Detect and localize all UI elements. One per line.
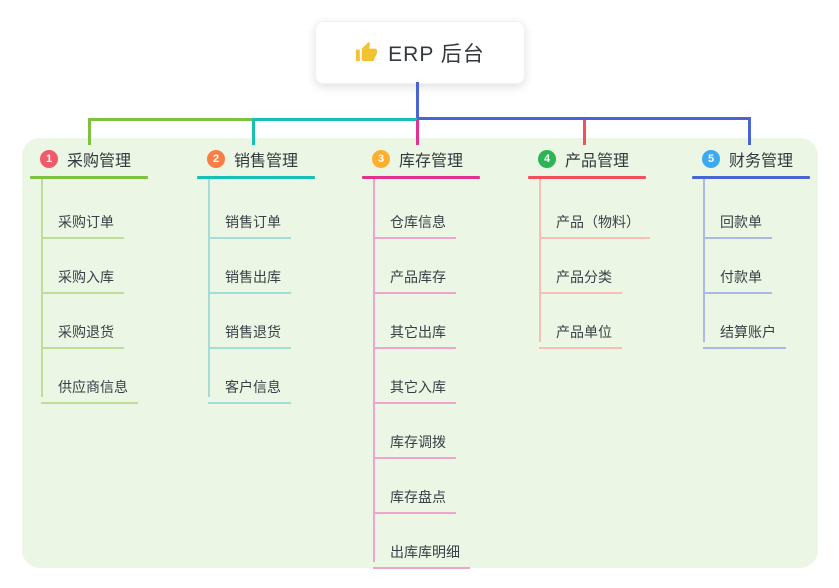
node-item[interactable]: 采购退货 xyxy=(41,309,124,349)
node-item[interactable]: 其它入库 xyxy=(373,364,456,404)
branch-4-label: 产品管理 xyxy=(565,153,630,170)
node-item-label: 库存盘点 xyxy=(390,489,446,505)
node-item[interactable]: 产品单位 xyxy=(539,309,622,349)
node-item-label: 其它入库 xyxy=(390,379,446,395)
node-item-label: 付款单 xyxy=(720,269,762,285)
node-item[interactable]: 仓库信息 xyxy=(373,199,456,239)
connector-bus-green xyxy=(88,118,254,121)
branch-3-title[interactable]: 3 库存管理 xyxy=(372,148,463,170)
node-item[interactable]: 采购订单 xyxy=(41,199,124,239)
branch-1-label: 采购管理 xyxy=(67,153,132,170)
branch-4-subline xyxy=(539,179,541,342)
node-item[interactable]: 回款单 xyxy=(703,199,772,239)
branch-2-badge: 2 xyxy=(207,150,225,168)
node-item-label: 产品单位 xyxy=(556,324,612,340)
node-item[interactable]: 销售退货 xyxy=(208,309,291,349)
branch-4-title[interactable]: 4 产品管理 xyxy=(538,148,629,170)
branches-panel xyxy=(22,138,818,568)
node-item[interactable]: 库存盘点 xyxy=(373,474,456,514)
node-item-label: 供应商信息 xyxy=(58,379,128,395)
branch-3-label: 库存管理 xyxy=(399,153,464,170)
node-item-label: 其它出库 xyxy=(390,324,446,340)
connector-bus-teal xyxy=(252,118,418,121)
branch-5-underline xyxy=(692,176,810,179)
branch-3-badge: 3 xyxy=(372,150,390,168)
branch-1-badge: 1 xyxy=(40,150,58,168)
branch-5-label: 财务管理 xyxy=(729,153,794,170)
connector-drop-5 xyxy=(748,117,751,145)
connector-root-stem xyxy=(416,82,419,119)
node-item[interactable]: 产品分类 xyxy=(539,254,622,294)
branch-2-label: 销售管理 xyxy=(234,153,299,170)
node-item-label: 销售出库 xyxy=(225,269,281,285)
node-item-label: 出库库明细 xyxy=(390,544,460,560)
node-item-label: 产品分类 xyxy=(556,269,612,285)
node-item-label: 产品（物料） xyxy=(556,214,640,230)
branch-4-underline xyxy=(528,176,646,179)
node-item-label: 库存调拨 xyxy=(390,434,446,450)
node-item-label: 仓库信息 xyxy=(390,214,446,230)
root-node-label: ERP 后台 xyxy=(388,42,485,66)
branch-2-underline xyxy=(197,176,315,179)
connector-drop-1 xyxy=(88,118,91,145)
node-item-label: 回款单 xyxy=(720,214,762,230)
root-node[interactable]: ERP 后台 xyxy=(315,21,525,84)
node-item[interactable]: 采购入库 xyxy=(41,254,124,294)
branch-2-title[interactable]: 2 销售管理 xyxy=(207,148,298,170)
branch-5-badge: 5 xyxy=(702,150,720,168)
connector-bus-blue xyxy=(417,117,751,120)
branch-3-subline xyxy=(373,179,375,562)
node-item[interactable]: 出库库明细 xyxy=(373,529,470,569)
branch-1-underline xyxy=(30,176,148,179)
node-item[interactable]: 产品（物料） xyxy=(539,199,650,239)
node-item-label: 采购入库 xyxy=(58,269,114,285)
branch-1-subline xyxy=(41,179,43,397)
connector-drop-4 xyxy=(583,120,586,145)
node-item-label: 采购退货 xyxy=(58,324,114,340)
branch-4-badge: 4 xyxy=(538,150,556,168)
branch-5-subline xyxy=(703,179,705,342)
branch-5-title[interactable]: 5 财务管理 xyxy=(702,148,793,170)
thumbs-up-icon xyxy=(355,41,378,64)
node-item-label: 客户信息 xyxy=(225,379,281,395)
node-item-label: 销售退货 xyxy=(225,324,281,340)
node-item-label: 结算账户 xyxy=(720,324,776,340)
node-item[interactable]: 库存调拨 xyxy=(373,419,456,459)
node-item-label: 销售订单 xyxy=(225,214,281,230)
node-item[interactable]: 销售出库 xyxy=(208,254,291,294)
connector-drop-2 xyxy=(252,118,255,145)
node-item[interactable]: 结算账户 xyxy=(703,309,786,349)
node-item[interactable]: 客户信息 xyxy=(208,364,291,404)
node-item[interactable]: 付款单 xyxy=(703,254,772,294)
node-item-label: 产品库存 xyxy=(390,269,446,285)
node-item[interactable]: 产品库存 xyxy=(373,254,456,294)
node-item[interactable]: 供应商信息 xyxy=(41,364,138,404)
node-item[interactable]: 其它出库 xyxy=(373,309,456,349)
branch-3-underline xyxy=(362,176,480,179)
node-item[interactable]: 销售订单 xyxy=(208,199,291,239)
branch-2-subline xyxy=(208,179,210,397)
connector-drop-3 xyxy=(416,120,419,145)
branch-1-title[interactable]: 1 采购管理 xyxy=(40,148,131,170)
node-item-label: 采购订单 xyxy=(58,214,114,230)
